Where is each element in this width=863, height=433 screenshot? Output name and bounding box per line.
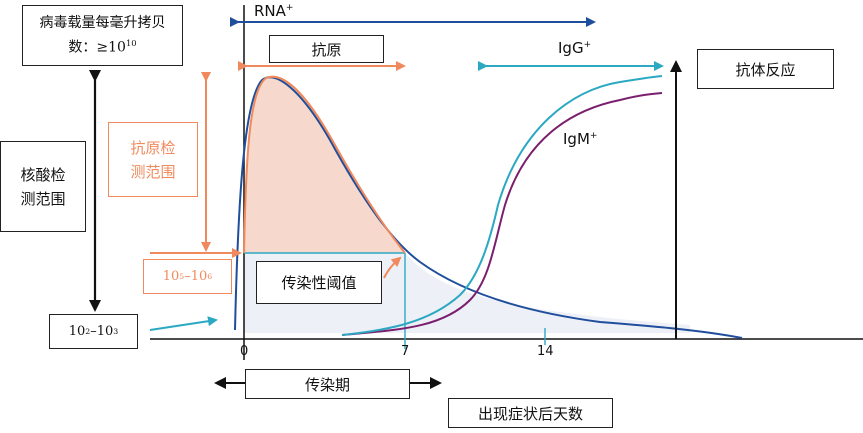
antigen-area-fill [244,76,405,253]
tick-14: 14 [537,344,554,359]
days-after-symptoms-box: 出现症状后天数 [448,398,613,428]
viral-load-exp: 10 [125,38,137,49]
igm-curve [341,92,663,336]
transmission-threshold-box: 传染性阈值 [256,261,382,304]
tick-7: 7 [401,344,410,359]
viral-load-line1: 病毒载量每毫升拷贝 [39,15,166,32]
viral-load-line2: 数：≥10 [68,39,126,56]
rna-label: RNA+ [254,2,294,20]
antigen-detect-line2: 测范围 [130,162,176,181]
antigen-detect-range-box: 抗原检 测范围 [108,122,198,197]
antibody-response-box: 抗体反应 [697,49,834,89]
igm-label: IgM+ [563,130,598,148]
infectious-period-box: 传染期 [245,369,410,399]
nucleic-range-line2: 测范围 [20,189,66,208]
tick-0: 0 [240,344,249,359]
igg-label: IgG+ [558,39,592,57]
rna-curve [234,76,743,339]
nucleic-range-line1: 核酸检 [20,165,66,184]
antigen-label-box: 抗原 [269,35,384,63]
viral-load-box: 病毒载量每毫升拷贝 数：≥1010 [22,5,183,66]
igg-curve [341,75,663,336]
threshold-curl-arrow [383,256,402,279]
antigen-detect-line1: 抗原检 [130,138,176,157]
antigen-curve [243,75,406,254]
nucleic-range-box: 核酸检 测范围 [0,141,86,232]
low-load-pointer [149,316,218,331]
